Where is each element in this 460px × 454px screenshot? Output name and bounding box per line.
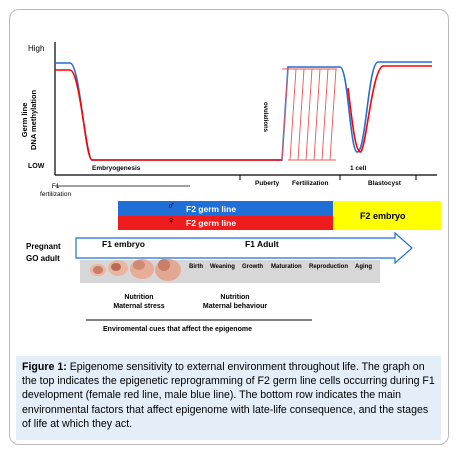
pregnant-label: Pregnant bbox=[26, 242, 61, 251]
f1-fertilization-label: F1 fertilization bbox=[40, 183, 71, 199]
blastocyst-label: Blastocyst bbox=[368, 180, 401, 187]
environmental-cues-label: Enviromental cues that affect the epigen… bbox=[103, 326, 252, 333]
embryo-illustrations bbox=[90, 259, 181, 281]
male-germ-line-label: F2 germ line bbox=[186, 204, 237, 214]
caption-box bbox=[16, 356, 441, 440]
stage-growth: Growth bbox=[242, 264, 263, 270]
factors-embryo: Nutrition Maternal stress bbox=[102, 293, 176, 311]
stage-maturation: Maturation bbox=[271, 264, 302, 270]
embryogenesis-label: Embryogenesis bbox=[92, 165, 141, 172]
male-methylation-line bbox=[55, 61, 432, 161]
caption-label: Figure 1: bbox=[22, 361, 67, 373]
female-methylation-line bbox=[55, 65, 432, 161]
factor-embryo-line1: Nutrition bbox=[124, 294, 154, 301]
y-axis-low-label: LOW bbox=[28, 163, 45, 170]
female-germ-line-bar bbox=[118, 216, 333, 230]
factor-adult-line2: Maternal behaviour bbox=[202, 303, 268, 310]
f2-embryo-bar bbox=[333, 201, 441, 230]
female-symbol: ♀ bbox=[167, 215, 176, 227]
f1-adult-label: F1 Adult bbox=[245, 239, 279, 249]
f2-embryo-label: F2 embryo bbox=[360, 211, 406, 221]
stage-reproduction: Reproduction bbox=[309, 264, 348, 270]
ovulation-lines bbox=[281, 68, 337, 161]
one-cell-label: 1 cell bbox=[350, 165, 367, 172]
caption-text: Epigenome sensitivity to external enviro… bbox=[22, 361, 435, 430]
f1-label-line2: fertilization bbox=[40, 191, 72, 198]
factors-adult: Nutrition Maternal behaviour bbox=[190, 293, 280, 311]
stage-aging: Aging bbox=[355, 264, 372, 270]
life-timeline-arrow bbox=[75, 231, 413, 283]
go-adult-label: GO adult bbox=[26, 254, 60, 263]
pregnant-go-adult-label: Pregnant GO adult bbox=[26, 241, 61, 265]
figure-frame bbox=[9, 9, 449, 445]
f1-embryo-label: F1 embryo bbox=[102, 239, 145, 249]
y-axis-high-label: High bbox=[28, 44, 45, 53]
ovulations-label: ovulations bbox=[262, 102, 268, 133]
methylation-graph bbox=[54, 42, 437, 187]
male-germ-line-bar bbox=[118, 201, 333, 216]
male-symbol: ♂ bbox=[167, 200, 176, 212]
stage-birth: Birth bbox=[189, 264, 203, 270]
female-germ-line-label: F2 germ line bbox=[186, 218, 237, 228]
f1-label-line1: F1 bbox=[51, 183, 60, 190]
stage-weaning: Weaning bbox=[210, 264, 235, 270]
figure-caption: Figure 1: Epigenome sensitivity to exter… bbox=[22, 360, 437, 431]
puberty-label: Puberty bbox=[255, 180, 280, 187]
factors-underline bbox=[86, 319, 312, 321]
fertilization-label: Fertilization bbox=[292, 180, 329, 187]
factor-adult-line1: Nutrition bbox=[220, 294, 250, 301]
factor-embryo-line2: Maternal stress bbox=[113, 303, 165, 310]
